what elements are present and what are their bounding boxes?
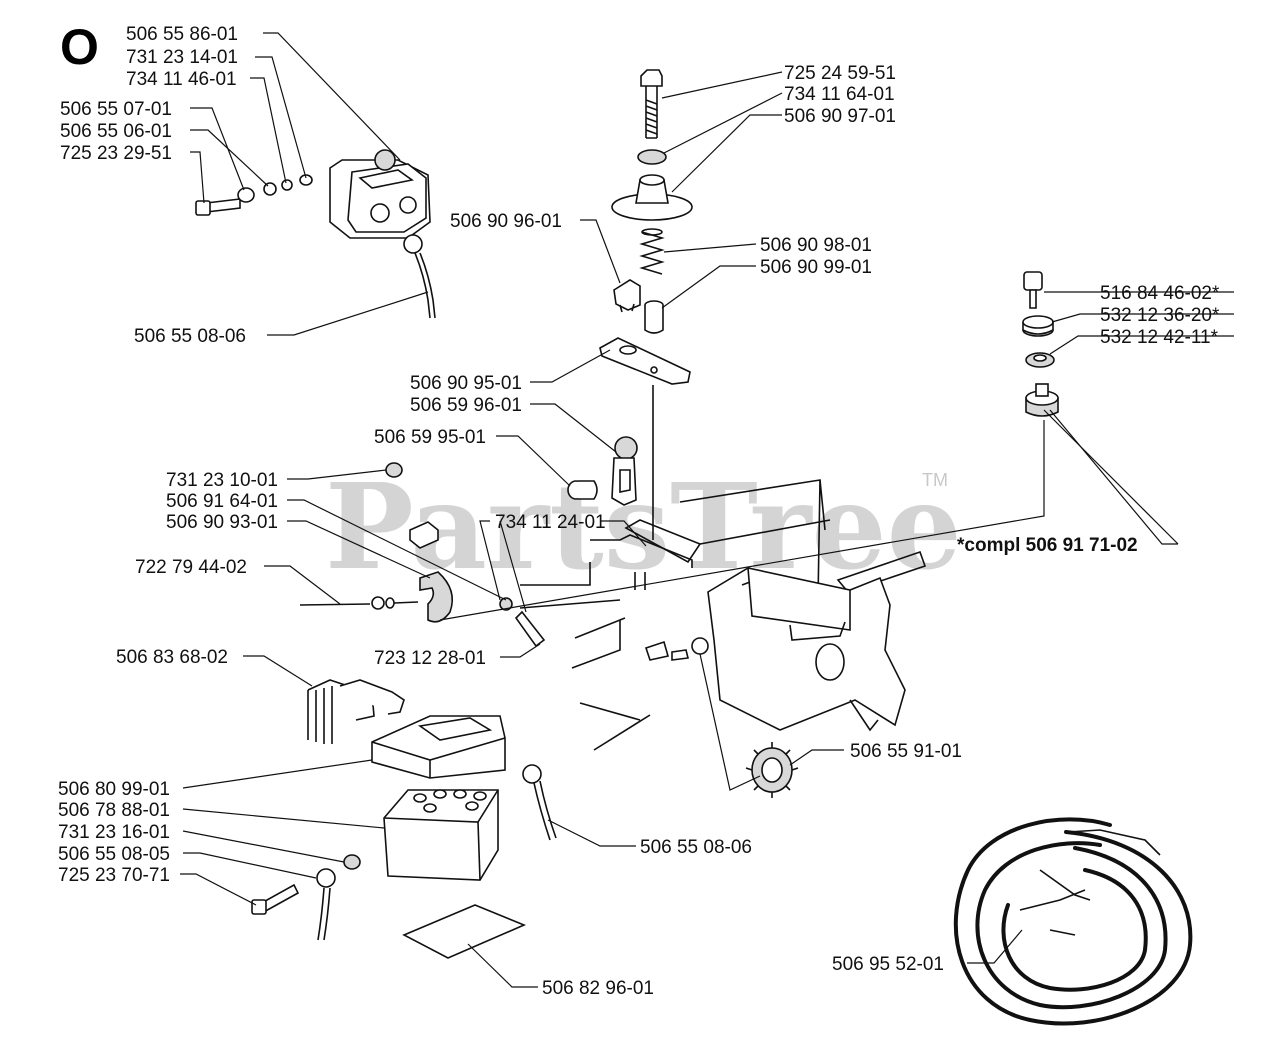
bushing-part: [644, 300, 664, 334]
label-506-55-91-01: 506 55 91-01: [850, 741, 962, 762]
clip-part: [613, 279, 641, 313]
label-532-12-42-11: 532 12 42-11*: [1100, 327, 1219, 348]
plate-part: [599, 337, 691, 385]
label-506-55-07-01: 506 55 07-01: [60, 99, 172, 120]
knob-part: [567, 480, 598, 500]
label-506-55-06-01: 506 55 06-01: [60, 121, 172, 142]
label-725-23-70-71: 725 23 70-71: [58, 865, 170, 886]
label-506-55-08-05: 506 55 08-05: [58, 844, 170, 865]
bolt-part: [640, 69, 663, 139]
label-731-23-16-01: 731 23 16-01: [58, 822, 170, 843]
battery-cover-part: [371, 715, 506, 779]
label-506-78-88-01: 506 78 88-01: [58, 800, 170, 821]
housing-part: [707, 567, 906, 732]
label-725-24-59-51: 725 24 59-51: [784, 63, 896, 84]
label-734-11-46-01: 734 11 46-01: [126, 69, 237, 90]
label-506-80-99-01: 506 80 99-01: [58, 779, 170, 800]
pin-parts: [644, 637, 709, 661]
spring-part: [639, 228, 665, 275]
label-725-23-29-51: 725 23 29-51: [60, 143, 172, 164]
solenoid-cable: [403, 234, 436, 319]
label-532-12-36-20: 532 12 36-20*: [1100, 305, 1220, 326]
label-506-91-64-01: 506 91 64-01: [166, 491, 278, 512]
watermark-trademark: TM: [922, 470, 948, 490]
throttle-cable-part: [299, 596, 419, 610]
label-734-11-64-01: 734 11 64-01: [784, 84, 895, 105]
label-compl-506-91-71-02: *compl 506 91 71-02: [957, 535, 1138, 556]
solenoid-hardware: [195, 174, 313, 216]
washer-part: [637, 149, 667, 165]
key-nut-part: [1025, 352, 1055, 368]
label-506-55-86-01: 506 55 86-01: [126, 24, 238, 45]
label-506-90-93-01: 506 90 93-01: [166, 512, 278, 533]
part-labels: 506 55 86-01 731 23 14-01 734 11 46-01 5…: [58, 24, 1220, 999]
battery-mat-part: [402, 904, 527, 959]
solenoid-part: [329, 149, 431, 239]
label-506-59-95-01: 506 59 95-01: [374, 427, 486, 448]
label-506-82-96-01: 506 82 96-01: [542, 978, 654, 999]
label-506-83-68-02: 506 83 68-02: [116, 647, 228, 668]
battery-holder-part: [307, 679, 405, 744]
label-731-23-10-01: 731 23 10-01: [166, 470, 278, 491]
label-506-95-52-01: 506 95 52-01: [832, 954, 944, 975]
label-506-55-08-06-a: 506 55 08-06: [134, 326, 246, 347]
wire-harness-part: [953, 817, 1193, 1026]
section-letter: O: [60, 19, 99, 75]
battery-cable-left: [251, 854, 361, 941]
micro-switch-part: [409, 521, 439, 549]
key-cap-part: [1022, 315, 1054, 337]
label-734-11-24-01: 734 11 24-01: [495, 512, 606, 533]
clamp-part: [419, 571, 454, 623]
label-723-12-28-01: 723 12 28-01: [374, 648, 486, 669]
nut-part: [385, 462, 403, 478]
label-722-79-44-02: 722 79 44-02: [135, 557, 247, 578]
cap-part: [611, 174, 693, 221]
battery-part: [383, 789, 499, 881]
leader-lines: [180, 32, 1234, 988]
label-506-55-08-06-b: 506 55 08-06: [640, 837, 752, 858]
ignition-key-part: [1023, 271, 1043, 309]
label-506-90-97-01: 506 90 97-01: [784, 106, 896, 127]
ignition-switch-part: [1025, 383, 1059, 417]
gear-part: [745, 742, 799, 798]
screw-part: [499, 597, 546, 648]
label-506-90-95-01: 506 90 95-01: [410, 373, 522, 394]
battery-cable-right: [522, 764, 557, 841]
label-731-23-14-01: 731 23 14-01: [126, 47, 238, 68]
label-506-90-96-01: 506 90 96-01: [450, 211, 562, 232]
chassis-frame: [519, 479, 927, 751]
label-506-90-98-01: 506 90 98-01: [760, 235, 872, 256]
lever-part: [611, 436, 638, 506]
label-506-59-96-01: 506 59 96-01: [410, 395, 522, 416]
label-506-90-99-01: 506 90 99-01: [760, 257, 872, 278]
label-516-84-46-02: 516 84 46-02*: [1100, 283, 1220, 304]
